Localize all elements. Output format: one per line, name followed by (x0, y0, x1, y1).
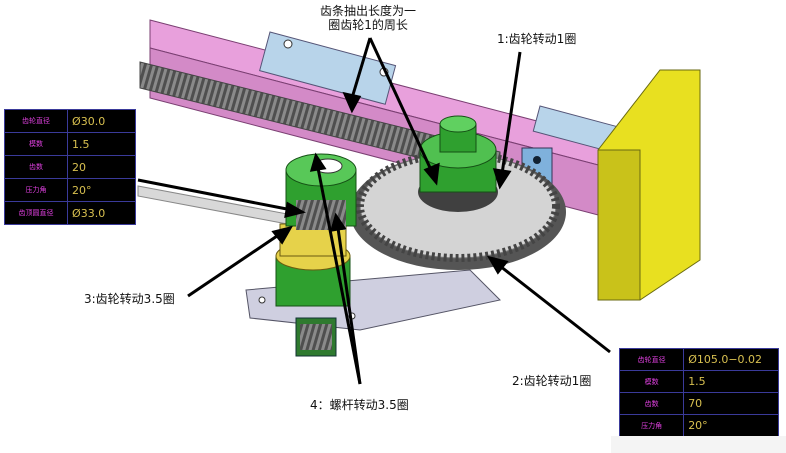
spec-value: 1.5 (683, 370, 779, 393)
motor-block (597, 69, 701, 301)
table-row: 模数 1.5 (618, 370, 779, 393)
table-row: 模数 1.5 (3, 132, 136, 156)
bottom-strip (611, 436, 786, 453)
table-row: 齿轮直径 Ø105.0−0.02 (618, 348, 779, 371)
arrows (137, 37, 611, 385)
spec-value: 20° (683, 414, 779, 437)
callout-gear2: 2:齿轮转动1圈 (512, 374, 592, 388)
spec-value: 20 (67, 155, 136, 179)
spec-value: Ø105.0−0.02 (683, 348, 779, 371)
spec-value: Ø33.0 (67, 201, 136, 225)
spec-table-right: 齿轮直径 Ø105.0−0.02 模数 1.5 齿数 70 压力角 20° (618, 348, 779, 437)
arrow-table-left (137, 178, 293, 212)
spec-table-left: 齿轮直径 Ø30.0 模数 1.5 齿数 20 压力角 20° 齿顶圆直径 Ø3… (3, 109, 136, 225)
callout-rack-length: 齿条抽出长度为一 圈齿轮1的周长 (320, 4, 417, 32)
arrow-rack-1 (350, 37, 372, 99)
spec-value: 20° (67, 178, 136, 202)
table-row: 压力角 20° (618, 414, 779, 437)
callout-gear3: 3:齿轮转动3.5圈 (84, 292, 175, 306)
callout-gear1: 1:齿轮转动1圈 (497, 32, 577, 46)
worm (295, 317, 337, 357)
arrow-gear3 (187, 232, 281, 298)
table-row: 齿轮直径 Ø30.0 (3, 109, 136, 133)
arrow-gear2 (499, 264, 611, 354)
arrow-worm-1 (316, 167, 362, 385)
spec-value: 1.5 (67, 132, 136, 156)
spec-key: 齿轮直径 (3, 109, 69, 133)
table-row: 齿顶圆直径 Ø33.0 (3, 201, 136, 225)
callout-worm: 4：螺杆转动3.5圈 (310, 398, 409, 412)
spec-key: 模数 (618, 370, 685, 393)
arrow-rack-2 (368, 37, 434, 173)
table-row: 齿数 70 (618, 392, 779, 415)
table-row: 压力角 20° (3, 178, 136, 202)
spec-key: 模数 (3, 132, 69, 156)
spec-key: 齿顶圆直径 (3, 201, 69, 225)
spec-key: 齿数 (3, 155, 69, 179)
spec-key: 压力角 (618, 414, 685, 437)
arrow-gear1 (500, 51, 522, 175)
spec-key: 齿轮直径 (618, 348, 685, 371)
spec-value: 70 (683, 392, 779, 415)
table-row: 齿数 20 (3, 155, 136, 179)
arrow-worm-2 (336, 227, 362, 385)
gear-1 (418, 115, 498, 212)
spec-key: 压力角 (3, 178, 69, 202)
spec-value: Ø30.0 (67, 109, 136, 133)
spec-key: 齿数 (618, 392, 685, 415)
